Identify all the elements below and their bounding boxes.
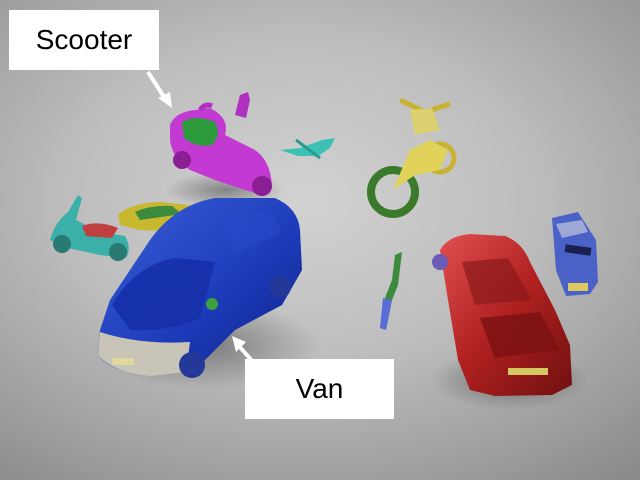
scooter-pointer-arrow: [146, 70, 172, 108]
red-car: [432, 234, 572, 396]
teal-helicopter: [280, 138, 335, 160]
blue-van: [98, 198, 302, 378]
scooter-callout-label: Scooter: [9, 10, 159, 70]
small-green-object: [380, 252, 402, 330]
yellow-dirt-bike: [367, 97, 457, 218]
purple-scooter: [170, 92, 272, 196]
blue-bus: [552, 212, 598, 296]
van-callout-label: Van: [245, 359, 394, 419]
teal-scooter: [50, 195, 129, 261]
